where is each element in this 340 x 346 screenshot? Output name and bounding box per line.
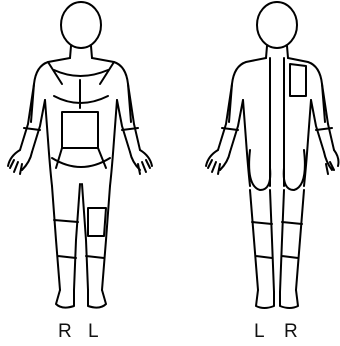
front-chest[interactable]: [54, 70, 108, 108]
back-left-foot[interactable]: [256, 290, 274, 308]
front-head[interactable]: [61, 2, 101, 48]
back-right-leg[interactable]: [280, 190, 304, 292]
back-right-side-label: R: [284, 321, 298, 342]
front-body-figure: [8, 2, 152, 308]
back-body-figure: [206, 2, 339, 308]
front-left-foot[interactable]: [88, 290, 106, 308]
front-right-side-label: R: [58, 321, 72, 342]
back-right-foot[interactable]: [280, 290, 298, 308]
back-right-hand[interactable]: [324, 150, 339, 174]
back-left-arm[interactable]: [218, 84, 243, 152]
back-head[interactable]: [257, 2, 297, 48]
front-right-hand[interactable]: [8, 150, 32, 174]
front-abdomen[interactable]: [62, 112, 98, 148]
front-left-leg[interactable]: [82, 184, 110, 290]
back-buttocks[interactable]: [249, 150, 305, 190]
back-left-leg[interactable]: [250, 190, 274, 292]
front-hips[interactable]: [52, 148, 110, 168]
front-left-side-label: L: [88, 321, 99, 342]
front-right-leg[interactable]: [52, 184, 80, 290]
front-right-foot[interactable]: [56, 290, 74, 308]
back-left-hand[interactable]: [206, 150, 230, 174]
front-right-arm[interactable]: [20, 84, 45, 152]
back-shoulder-blade[interactable]: [290, 64, 306, 96]
back-spine[interactable]: [270, 58, 284, 186]
back-torso-outline: [229, 58, 325, 186]
back-left-side-label: L: [254, 321, 265, 342]
front-left-hand[interactable]: [130, 150, 152, 174]
